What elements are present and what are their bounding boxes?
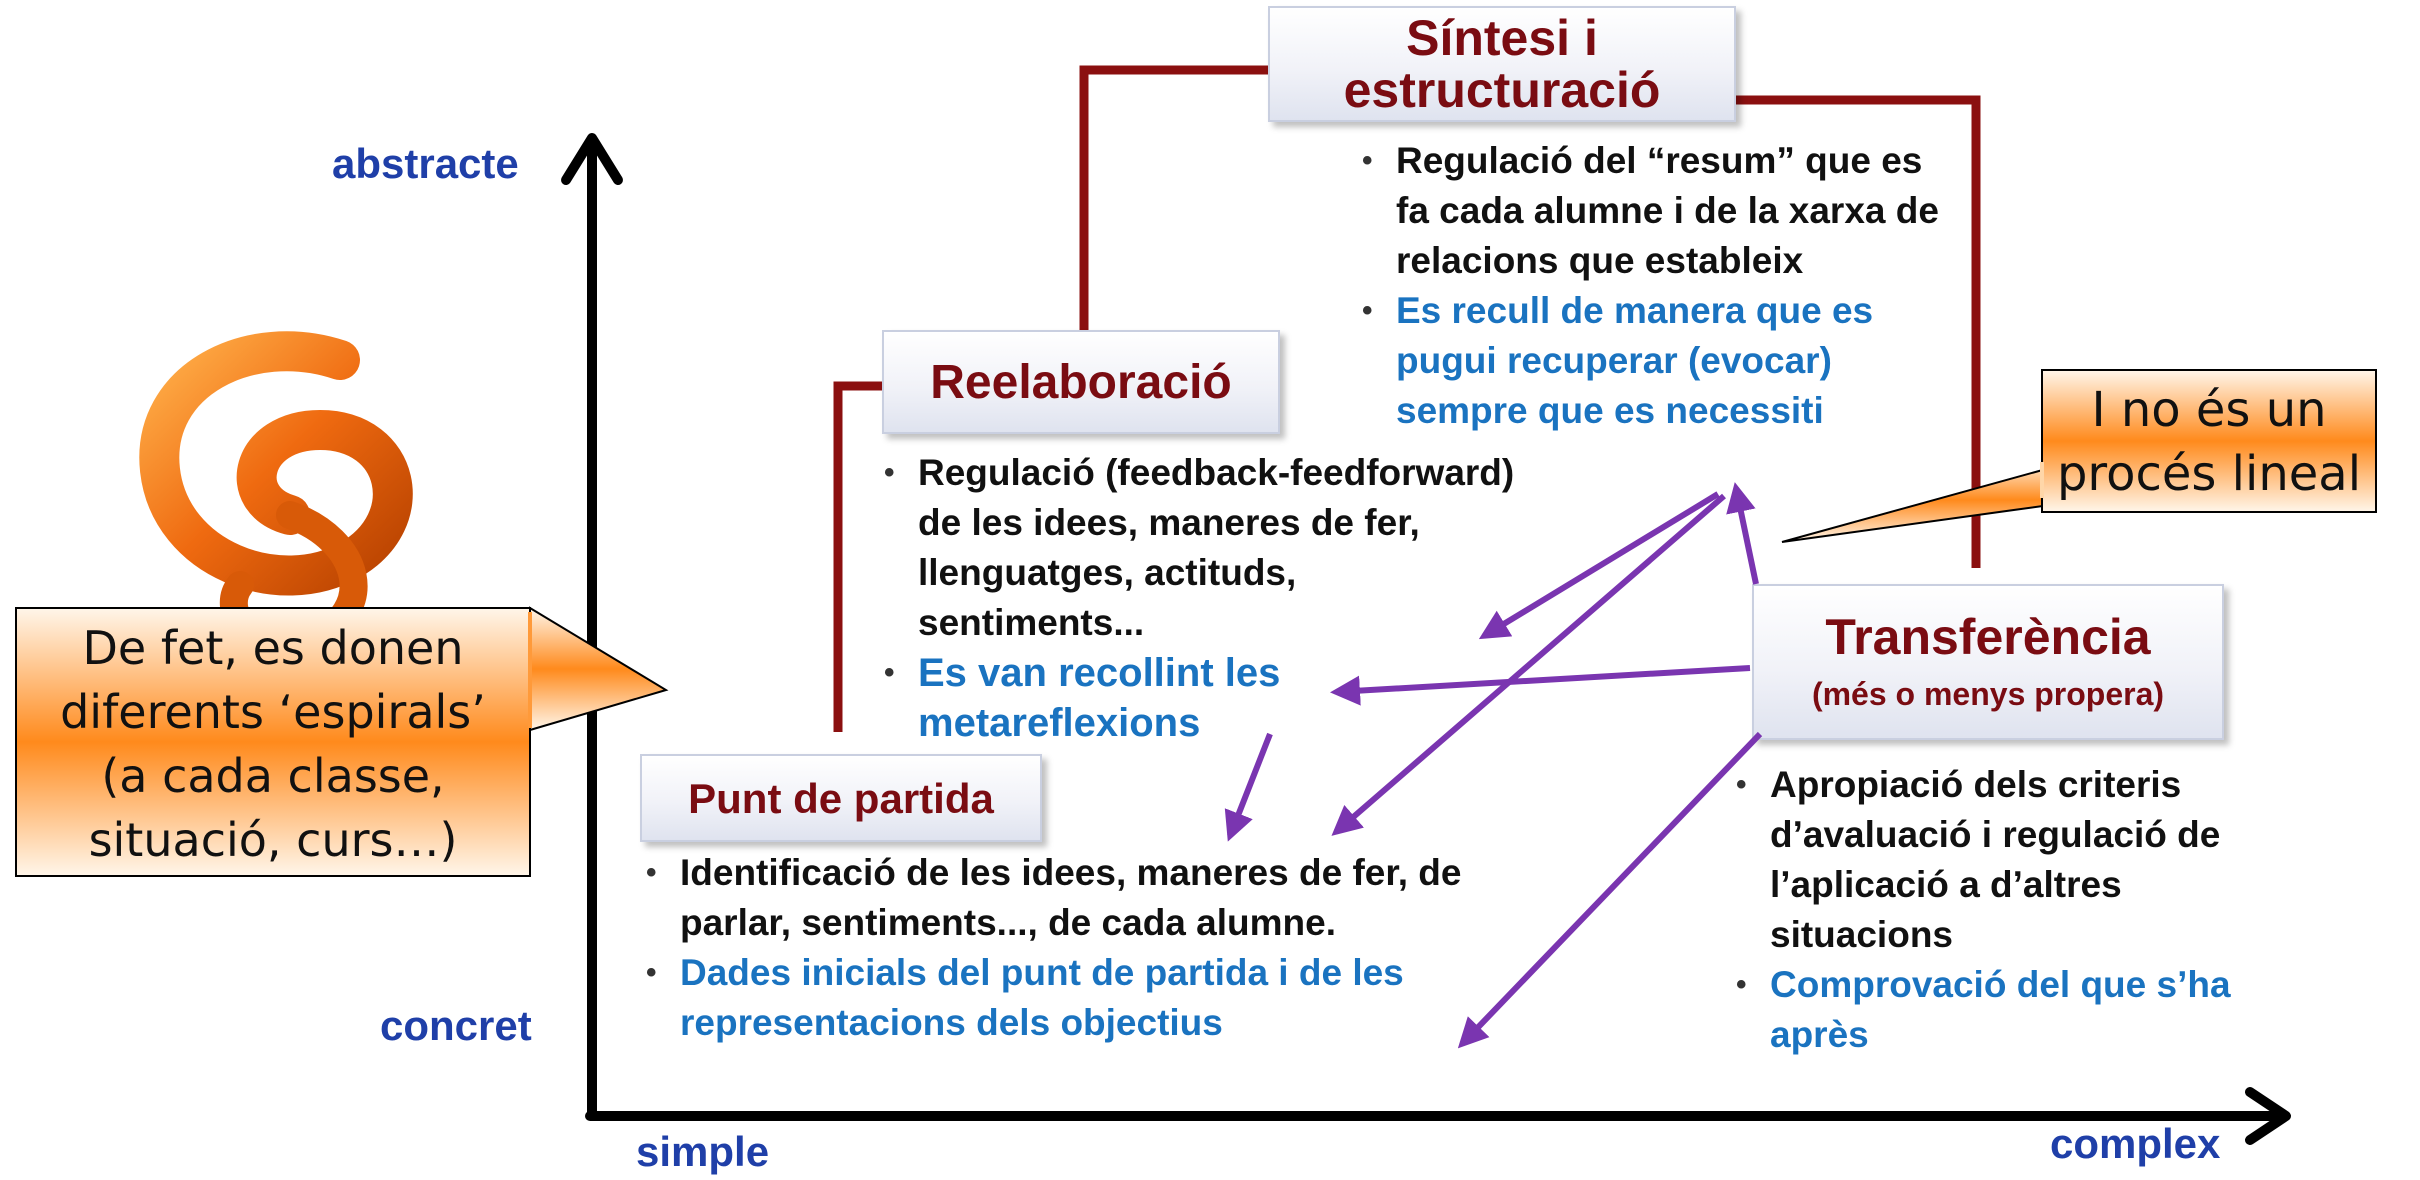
transfer-bullets: Apropiació dels criteris d’avaluació i r…: [1732, 760, 2272, 1060]
left-callout: [15, 606, 669, 877]
starting-point-stage-box: Punt de partida: [640, 754, 1042, 842]
transfer-subtitle: (més o menys propera): [1811, 676, 2165, 712]
reelaboration-bullet-1: Regulació (feedback-feedforward) de les …: [880, 448, 1520, 648]
synthesis-bullet-1: Regulació del “resum” que es fa cada alu…: [1358, 136, 1958, 286]
transfer-title: Transferència: [1825, 609, 2151, 665]
left-callout-text: De fet, es donen diferents ‘espirals’ (a…: [16, 616, 530, 872]
reelaboration-stage-box: Reelaboració: [882, 330, 1280, 434]
starting-point-bullet-1: Identificació de les idees, maneres de f…: [642, 848, 1462, 948]
starting-point-title: Punt de partida: [688, 775, 994, 822]
synthesis-stage-box: Síntesi i estructuració: [1268, 6, 1736, 122]
transfer-bullet-1: Apropiació dels criteris d’avaluació i r…: [1732, 760, 2272, 960]
synthesis-title-line1: Síntesi i: [1406, 10, 1598, 66]
reelaboration-title: Reelaboració: [930, 356, 1232, 409]
x-axis-right-label: complex: [2050, 1120, 2221, 1167]
axes: [561, 133, 2291, 1145]
starting-point-bullets: Identificació de les idees, maneres de f…: [642, 848, 1462, 1048]
staircase-line: [833, 65, 1981, 732]
right-callout-line-1: I no és un: [2091, 382, 2327, 438]
right-callout-line-2: procés lineal: [2056, 446, 2362, 502]
left-callout-line-4: situació, curs…): [88, 813, 458, 867]
reelaboration-bullets: Regulació (feedback-feedforward) de les …: [880, 448, 1520, 748]
transfer-stage-box: Transferència (més o menys propera): [1752, 584, 2224, 740]
right-callout: [1781, 369, 2377, 543]
left-callout-line-1: De fet, es donen: [82, 621, 464, 675]
x-axis-left-label: simple: [636, 1128, 770, 1175]
right-callout-text: I no és un procés lineal: [2042, 378, 2376, 506]
orange-spiral-icon: [139, 331, 413, 659]
left-callout-line-3: (a cada classe,: [101, 749, 445, 803]
synthesis-bullets: Regulació del “resum” que es fa cada alu…: [1358, 136, 1958, 436]
y-axis-bottom-label: concret: [380, 1002, 532, 1049]
synthesis-title-line2: estructuració: [1343, 62, 1661, 118]
starting-point-bullet-2: Dades inicials del punt de partida i de …: [642, 948, 1462, 1048]
y-axis-top-label: abstracte: [332, 140, 519, 187]
left-callout-line-2: diferents ‘espirals’: [60, 685, 486, 739]
reelaboration-bullet-2: Es van recollint les metareflexions: [880, 648, 1520, 748]
synthesis-bullet-2: Es recull de manera que es pugui recuper…: [1358, 286, 1958, 436]
transfer-bullet-2: Comprovació del que s’ha après: [1732, 960, 2272, 1060]
